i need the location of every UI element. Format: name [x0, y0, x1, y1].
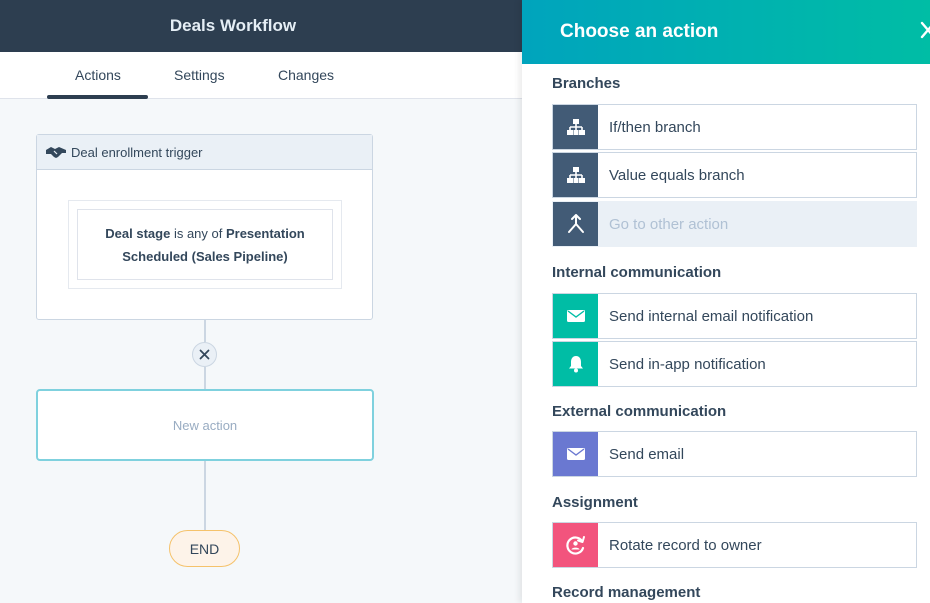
close-icon[interactable] [920, 20, 930, 40]
handshake-icon [46, 147, 66, 158]
section-title-record-management: Record management [552, 584, 701, 601]
action-label: If/then branch [609, 118, 701, 136]
workflow-tabs: Actions Settings Changes [0, 52, 522, 99]
choose-action-panel: Choose an action Branches If/then branch [522, 0, 930, 603]
panel-title: Choose an action [560, 21, 719, 42]
tab-settings[interactable]: Settings [174, 67, 225, 83]
trigger-header: Deal enrollment trigger [37, 135, 372, 170]
envelope-icon [553, 432, 598, 476]
connector-line [204, 461, 206, 530]
trigger-title: Deal enrollment trigger [71, 144, 203, 160]
close-icon [199, 349, 210, 360]
section-title-internal-communication: Internal communication [552, 264, 722, 281]
action-send-internal-email[interactable]: Send internal email notification [552, 293, 917, 339]
workflow-title: Deals Workflow [169, 16, 297, 35]
panel-header: Choose an action [522, 0, 930, 64]
action-label: Value equals branch [609, 166, 745, 184]
workflow-header: Deals Workflow [0, 0, 522, 52]
branch-icon [553, 153, 598, 197]
end-node: END [169, 530, 240, 567]
section-title-external-communication: External communication [552, 403, 727, 420]
active-tab-indicator [47, 95, 148, 99]
rotate-owner-icon [553, 523, 598, 567]
filter-condition[interactable]: Deal stage is any of Presentation Schedu… [77, 209, 333, 280]
workflow-canvas: Deals Workflow Actions Settings Changes … [0, 0, 522, 567]
action-value-equals-branch[interactable]: Value equals branch [552, 152, 917, 198]
connector-line [204, 320, 206, 342]
action-label: Send email [609, 445, 685, 463]
envelope-icon [553, 294, 598, 338]
enrollment-trigger-card[interactable]: Deal enrollment trigger Deal stage is an… [36, 134, 373, 320]
action-if-then-branch[interactable]: If/then branch [552, 104, 917, 150]
end-label: END [189, 540, 220, 557]
action-send-email[interactable]: Send email [552, 431, 917, 477]
merge-arrow-icon [553, 202, 598, 246]
tab-actions[interactable]: Actions [75, 67, 121, 83]
action-go-to-other-action: Go to other action [552, 201, 917, 247]
filter-value: Presentation Scheduled (Sales Pipeline) [122, 225, 305, 264]
filter-group: Deal stage is any of Presentation Schedu… [68, 200, 342, 289]
filter-property: Deal stage [105, 225, 171, 241]
filter-operator: is any of [170, 225, 226, 241]
action-rotate-record-to-owner[interactable]: Rotate record to owner [552, 522, 917, 568]
remove-action-button[interactable] [192, 342, 217, 367]
bell-icon [553, 342, 598, 386]
action-label: Rotate record to owner [609, 536, 762, 554]
tab-changes[interactable]: Changes [278, 67, 335, 83]
action-label: Go to other action [609, 215, 729, 233]
action-label: Send in-app notification [609, 355, 766, 373]
branch-icon [553, 105, 598, 149]
action-label: Send internal email notification [609, 307, 814, 325]
new-action-card[interactable]: New action [36, 389, 374, 461]
new-action-label: New action [172, 417, 238, 433]
section-title-assignment: Assignment [552, 494, 638, 511]
section-title-branches: Branches [552, 75, 621, 92]
action-send-in-app-notification[interactable]: Send in-app notification [552, 341, 917, 387]
connector-line [204, 367, 206, 389]
